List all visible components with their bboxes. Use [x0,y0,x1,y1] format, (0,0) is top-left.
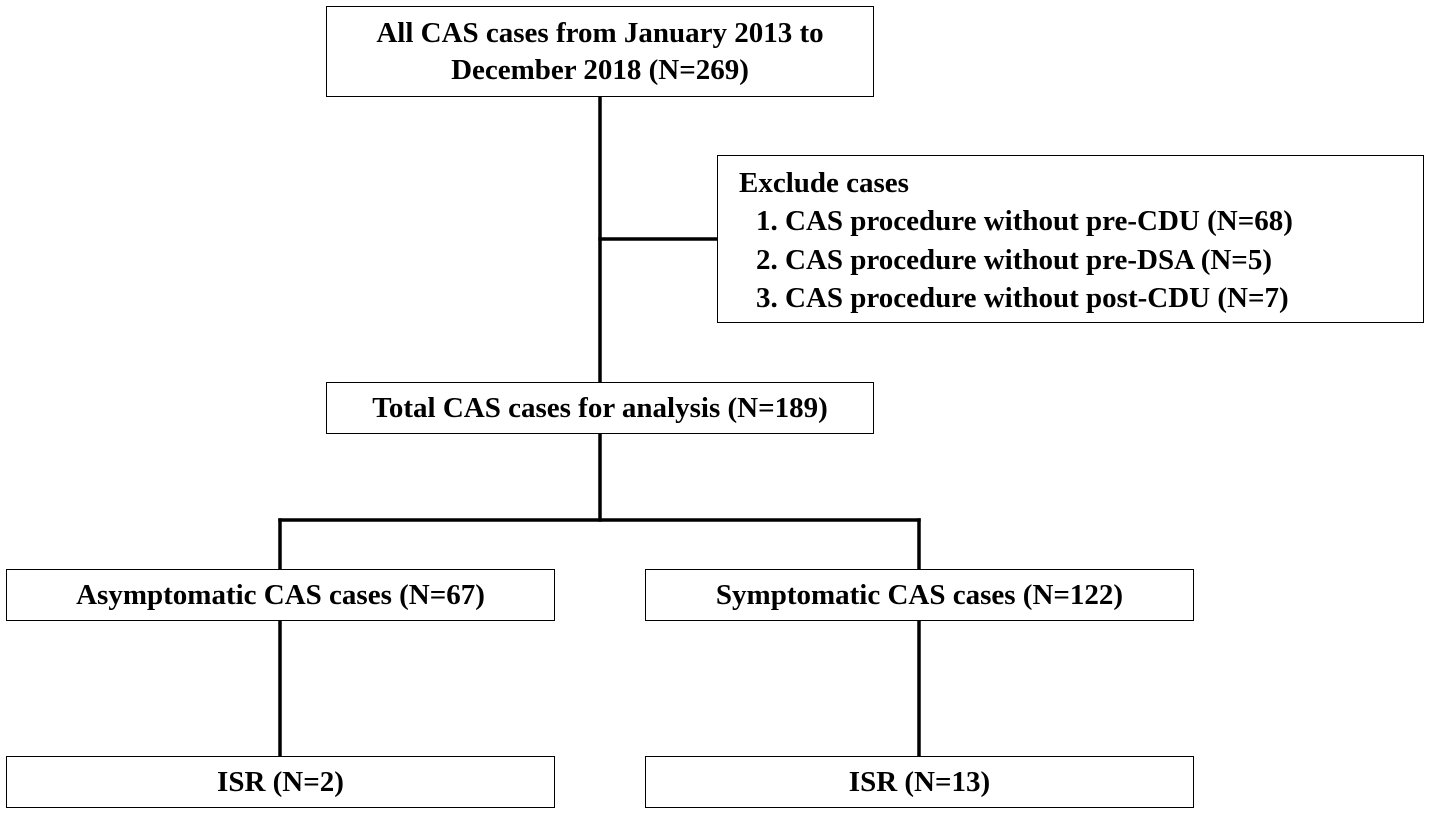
exclusion-item: 2. CAS procedure without pre-DSA (N=5) [756,243,1272,276]
all-cas-cases-box: All CAS cases from January 2013 to Decem… [326,6,874,97]
asymptomatic-cases-box: Asymptomatic CAS cases (N=67) [6,569,555,621]
symptomatic-cases-box: Symptomatic CAS cases (N=122) [645,569,1194,621]
isr-asymptomatic-box: ISR (N=2) [6,756,555,808]
isr-symptomatic-box: ISR (N=13) [645,756,1194,808]
all-cas-cases-line1: All CAS cases from January 2013 to [376,16,824,49]
asymptomatic-cases-label: Asymptomatic CAS cases (N=67) [76,578,485,611]
symptomatic-cases-label: Symptomatic CAS cases (N=122) [715,578,1124,611]
total-cas-cases-label: Total CAS cases for analysis (N=189) [372,391,828,424]
total-cas-cases-box: Total CAS cases for analysis (N=189) [326,382,874,434]
all-cas-cases-line2: December 2018 (N=269) [451,53,749,86]
exclusion-item: 3. CAS procedure without post-CDU (N=7) [756,282,1289,314]
isr-asymptomatic-label: ISR (N=2) [217,765,344,798]
exclusion-title: Exclude cases [739,167,909,199]
isr-symptomatic-label: ISR (N=13) [848,765,991,798]
exclusion-item: 1. CAS procedure without pre-CDU (N=68) [756,205,1293,237]
exclusion-box: Exclude cases 1. CAS procedure without p… [717,155,1424,323]
